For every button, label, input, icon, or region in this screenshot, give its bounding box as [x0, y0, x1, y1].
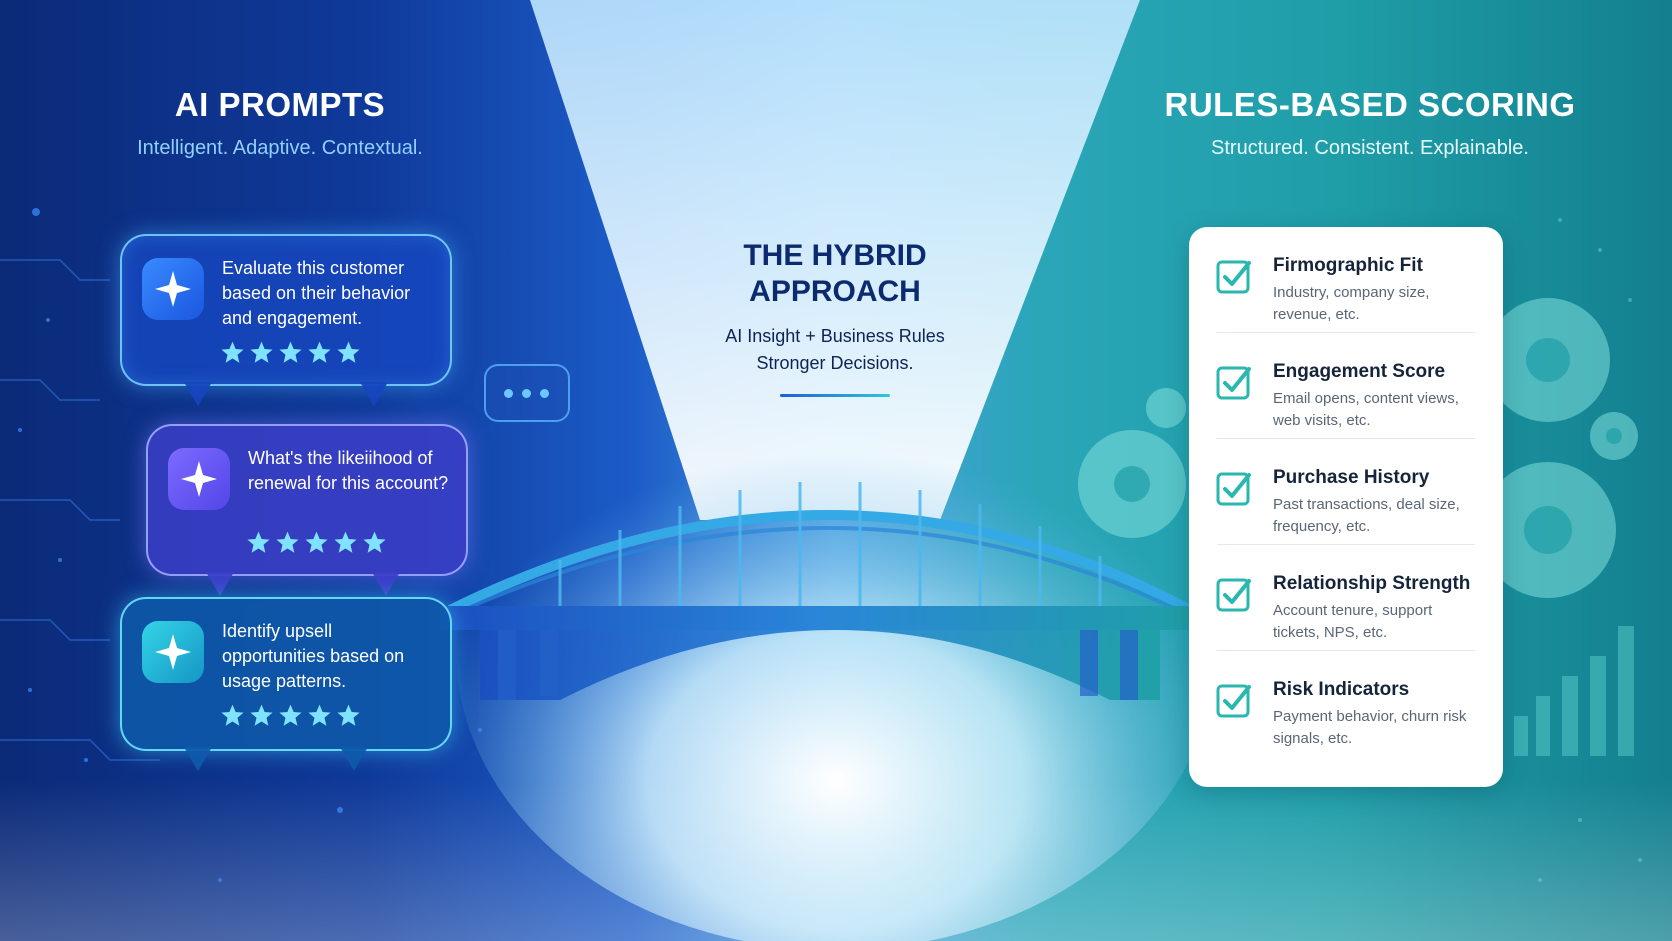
star-icon — [276, 531, 299, 553]
criteria-name: Engagement Score — [1273, 361, 1446, 382]
scoring-criteria-card: Firmographic Fit Industry, company size,… — [1189, 227, 1503, 787]
hybrid-tagline-2: Stronger Decisions. — [756, 353, 914, 373]
rules-scoring-title: RULES-BASED SCORING — [1164, 86, 1576, 123]
criteria-item: Risk Indicators Payment behavior, churn … — [1189, 651, 1503, 757]
star-icon — [308, 341, 331, 363]
ai-prompts-subtitle: Intelligent. Adaptive. Contextual. — [137, 137, 423, 159]
criteria-description: Email opens, content views, web visits, … — [1273, 390, 1459, 429]
prompt-bubble: What's the likeiihood of renewal for thi… — [146, 424, 468, 596]
prompt-bubble: Evaluate this customer based on their be… — [120, 234, 452, 406]
criteria-item: Relationship Strength Account tenure, su… — [1189, 545, 1503, 651]
criteria-description: Account tenure, support tickets, NPS, et… — [1273, 602, 1433, 641]
star-icon — [247, 531, 270, 553]
sparkle-icon — [142, 258, 204, 320]
sparkle-icon — [142, 621, 204, 683]
star-icon — [363, 531, 386, 553]
ai-prompts-title: AI PROMPTS — [174, 86, 386, 123]
checkbox-icon — [1216, 472, 1251, 506]
circuit-lines — [18, 208, 482, 882]
star-icon — [279, 341, 302, 363]
star-icon — [305, 531, 328, 553]
star-icon — [279, 704, 302, 726]
criteria-name: Risk Indicators — [1273, 679, 1410, 700]
criteria-name: Firmographic Fit — [1273, 255, 1423, 276]
hybrid-approach-title: THE HYBRID APPROACH — [743, 239, 927, 308]
star-rating — [220, 703, 361, 728]
checkbox-icon — [1216, 260, 1251, 294]
divider — [780, 394, 890, 397]
criteria-name: Relationship Strength — [1273, 573, 1471, 594]
criteria-item: Firmographic Fit Industry, company size,… — [1189, 227, 1503, 333]
prompt-text: Identify upsell opportunities based on u… — [222, 621, 405, 691]
star-icon — [337, 704, 360, 726]
bar-decoration — [1514, 626, 1634, 756]
star-icon — [221, 341, 244, 363]
checkbox-icon — [1216, 684, 1251, 718]
checkbox-icon — [1216, 578, 1251, 612]
star-icon — [221, 704, 244, 726]
sparkle-icon — [168, 448, 230, 510]
star-icon — [308, 704, 331, 726]
prompt-text: What's the likeiihood of renewal for thi… — [248, 448, 449, 493]
criteria-item: Purchase History Past transactions, deal… — [1189, 439, 1503, 545]
star-icon — [337, 341, 360, 363]
star-icon — [250, 341, 273, 363]
prompt-text: Evaluate this customer based on their be… — [222, 258, 411, 328]
star-rating — [220, 340, 361, 365]
checkbox-icon — [1216, 366, 1251, 400]
criteria-item: Engagement Score Email opens, content vi… — [1189, 333, 1503, 439]
star-icon — [334, 531, 357, 553]
criteria-name: Purchase History — [1273, 467, 1430, 488]
bridge-illustration — [440, 482, 1200, 700]
star-rating — [246, 530, 387, 555]
criteria-description: Payment behavior, churn risk signals, et… — [1273, 708, 1467, 747]
chat-ellipsis-icon — [484, 364, 570, 422]
rules-scoring-subtitle: Structured. Consistent. Explainable. — [1211, 137, 1529, 159]
criteria-description: Industry, company size, revenue, etc. — [1273, 284, 1430, 323]
prompt-bubble: Identify upsell opportunities based on u… — [120, 597, 452, 771]
star-icon — [250, 704, 273, 726]
hybrid-tagline: AI Insight + Business Rules — [725, 326, 945, 346]
criteria-description: Past transactions, deal size, frequency,… — [1273, 496, 1460, 535]
